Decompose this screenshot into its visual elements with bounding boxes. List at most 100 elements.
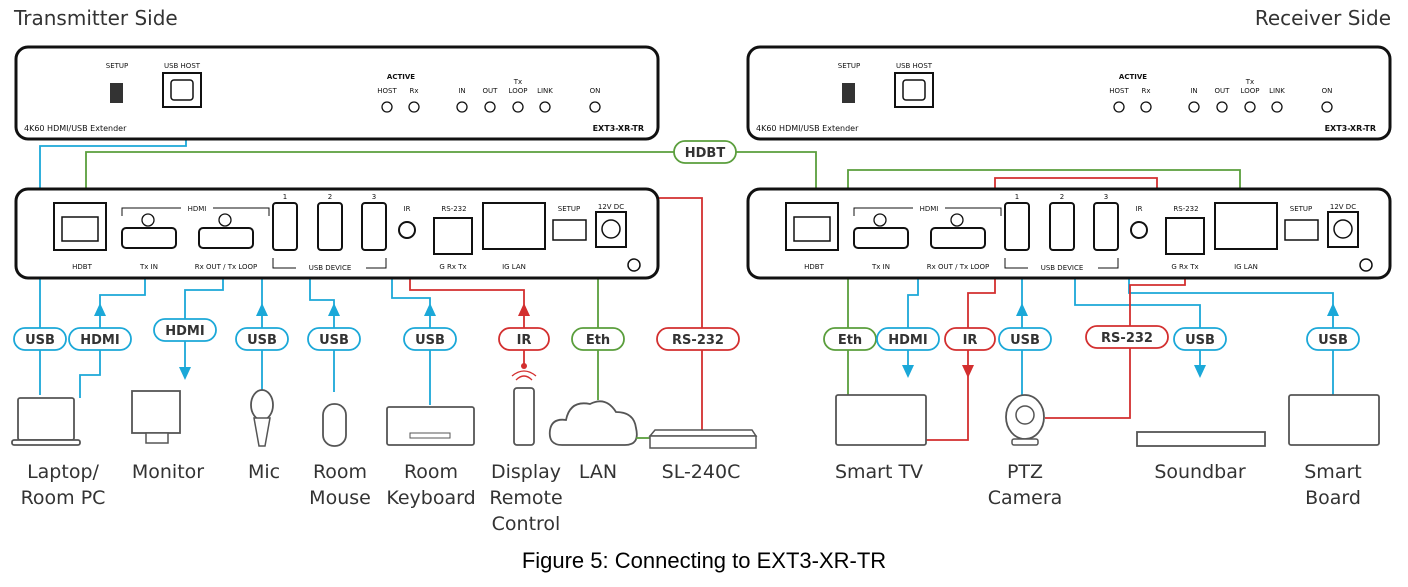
rx-hdmi-rx-out-label: Rx OUT / Tx LOOP — [927, 263, 989, 271]
smart-board-icon — [1288, 394, 1380, 446]
rx-rear-setup-label: SETUP — [1290, 205, 1313, 213]
rx-led-in — [1188, 101, 1200, 113]
tx-tag-keyboard-usb-pill — [403, 327, 457, 351]
rx-hdbt-label: HDBT — [804, 263, 824, 271]
rx-tag-camera-rs232: RS-232 — [1085, 325, 1169, 349]
rx-lan-wire — [847, 169, 1241, 395]
tx-tag-laptop-usb: USB — [13, 327, 67, 351]
rx-tag-tv-hdmi: HDMI — [876, 327, 940, 351]
tx-led-label-link: LINK — [537, 87, 553, 95]
rx-usb-device-1-port — [1004, 202, 1030, 251]
hdbt-link-tag-label: HDBT — [685, 146, 726, 161]
keyboard-body — [386, 406, 475, 446]
device-label-mic: Mic — [247, 461, 281, 483]
rx-tag-smart-board-usb-pill — [1306, 327, 1360, 351]
monitor-stand — [145, 432, 169, 444]
rx-tag-tv-eth-pill — [823, 327, 877, 351]
tx-usb-device-1-port — [272, 202, 298, 251]
tx-led-label-rx: Rx — [409, 87, 418, 95]
rx-led-label-loop: LOOP — [1241, 87, 1260, 95]
sl240c-top — [648, 429, 758, 437]
rx-tag-tv-eth-label: Eth — [838, 333, 862, 348]
rx-product-name: 4K60 HDMI/USB Extender — [756, 124, 859, 133]
device-label-laptop: Laptop/ Room PC — [20, 461, 106, 509]
tx-tag-sl240c-rs232: RS-232 — [656, 327, 740, 351]
rx-rs232-label: RS-232 — [1173, 205, 1198, 213]
tx-dc-port-inner — [601, 219, 621, 239]
rx-tag-tv-ir-pill — [944, 327, 996, 351]
tx-hdmi-rx-out-label: Rx OUT / Tx LOOP — [195, 263, 257, 271]
sl240c-icon — [648, 429, 758, 449]
rx-led-out — [1216, 101, 1228, 113]
rx-tag-soundbar-usb: USB — [1173, 327, 1227, 351]
tx-tag-monitor-hdmi-label: HDMI — [165, 324, 204, 339]
laptop-icon-screen — [17, 397, 75, 441]
rx-tag-smart-board-usb: USB — [1306, 327, 1360, 351]
tx-lan-port — [482, 202, 546, 250]
tx-hdmi-tx-in-screw — [141, 213, 155, 227]
tx-usb-device-label: USB DEVICE — [309, 264, 352, 272]
tx-tag-sl240c-rs232-pill — [656, 327, 740, 351]
tx-tag-mic-usb-pill — [235, 327, 289, 351]
rx-usb-device-3-num: 3 — [1104, 193, 1108, 201]
tx-led-label-host: HOST — [377, 87, 397, 95]
tx-rs232-label: RS-232 — [441, 205, 466, 213]
tx-tag-mic-usb-label: USB — [247, 333, 277, 348]
tx-hdbt-label: HDBT — [72, 263, 92, 271]
tx-led-loop — [512, 101, 524, 113]
rx-setup-dip-switch — [842, 83, 855, 103]
tx-setup-dip-switch — [110, 83, 123, 103]
ir-emitter-dot — [521, 363, 527, 369]
rx-hdmi-rx-out-screw — [950, 213, 964, 227]
rx-active-label: ACTIVE — [1119, 73, 1147, 81]
device-label-smart-board: Smart Board — [1304, 461, 1362, 509]
tx-tag-mouse-usb-label: USB — [319, 333, 349, 348]
monitor-screen — [131, 390, 181, 434]
rx-lan-label: IG LAN — [1234, 263, 1258, 271]
tx-hdmi-label: HDMI — [188, 205, 207, 213]
rx-hdmi-rx-out-port — [930, 227, 986, 249]
rx-led-loop — [1244, 101, 1256, 113]
tx-tag-monitor-hdmi-pill — [153, 318, 217, 342]
rx-led-label-link: LINK — [1269, 87, 1285, 95]
rx-ir-port — [1130, 221, 1148, 239]
rx-usb-device-2-port — [1049, 202, 1075, 251]
rx-tag-tv-ir: IR — [944, 327, 996, 351]
rx-hdmi-tx-in-label: Tx IN — [871, 263, 890, 271]
tx-tag-remote-ir-pill — [498, 327, 550, 351]
tx-dc-polarity-icon — [627, 258, 641, 272]
tx-hdmi-label-bg — [181, 203, 213, 213]
rx-usb-device-3-port — [1093, 202, 1119, 251]
tx-hdmi-rx-out-screw — [218, 213, 232, 227]
rx-usb-host-label: USB HOST — [896, 62, 933, 70]
tx-led-label-on: ON — [590, 87, 601, 95]
rx-hdbt-port-inner — [793, 216, 831, 242]
device-label-sl240c: SL-240C — [661, 461, 741, 483]
rx-usb-host-port-inner — [902, 79, 926, 101]
rx-led-label-on: ON — [1322, 87, 1333, 95]
rx-tag-smart-board-usb-label: USB — [1318, 333, 1348, 348]
tx-rear-setup-label: SETUP — [558, 205, 581, 213]
rx-led-label-in: IN — [1190, 87, 1197, 95]
monitor-icon — [131, 390, 181, 444]
laptop-icon-base — [11, 439, 81, 446]
rx-hdmi-label-bg — [913, 203, 945, 213]
rx-led-rx — [1140, 101, 1152, 113]
hdbt-link-wire — [85, 151, 817, 189]
tx-hdmi-tx-in-port — [121, 227, 177, 249]
tx-tag-laptop-hdmi-pill — [68, 327, 132, 351]
rx-tag-camera-rs232-pill — [1085, 325, 1169, 349]
mouse-icon — [322, 403, 347, 447]
tx-tag-lan-eth-pill — [571, 327, 625, 351]
rx-led-host — [1113, 101, 1125, 113]
rx-usb-device-2-num: 2 — [1060, 193, 1064, 201]
tx-tag-laptop-usb-label: USB — [25, 333, 55, 348]
rx-tag-soundbar-usb-label: USB — [1185, 333, 1215, 348]
rx-front-setup-label: SETUP — [838, 62, 861, 70]
tx-active-label: ACTIVE — [387, 73, 415, 81]
rx-led-link — [1271, 101, 1283, 113]
tx-tag-lan-eth: Eth — [571, 327, 625, 351]
